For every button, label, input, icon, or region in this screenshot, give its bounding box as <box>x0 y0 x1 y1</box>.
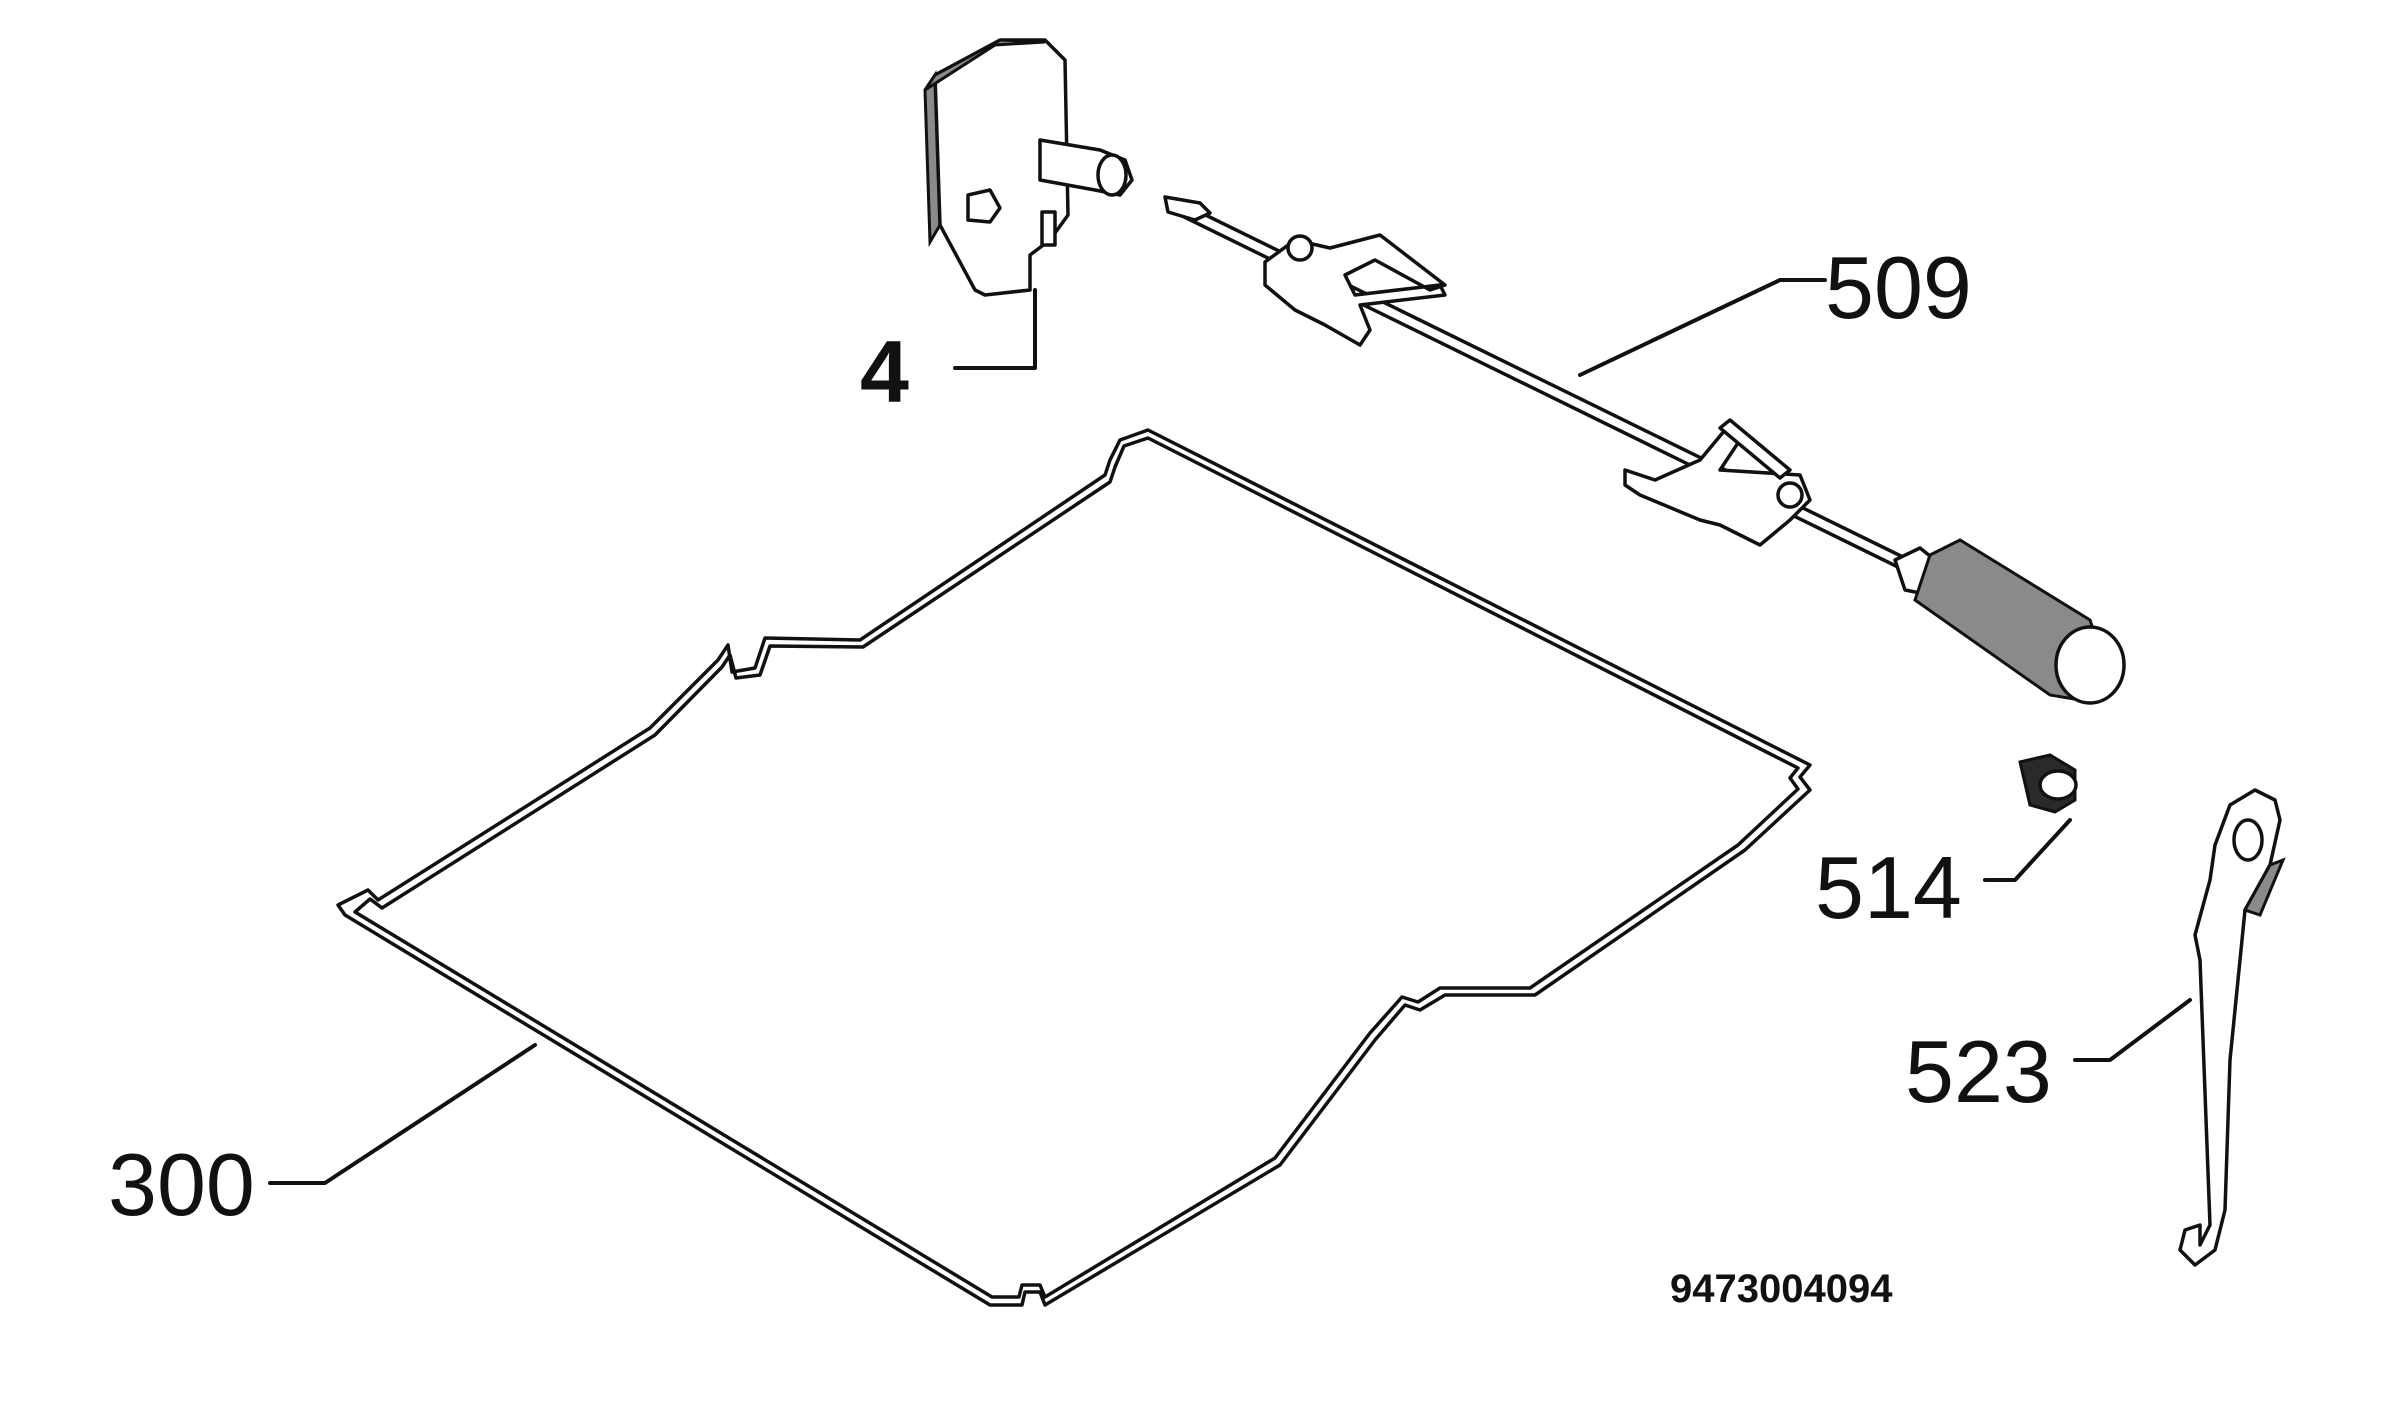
bracket-hole <box>2232 818 2264 862</box>
screw-514 <box>2018 753 2078 814</box>
callout-4: 4 <box>860 322 909 421</box>
screw-head <box>2038 769 2078 801</box>
leader-300 <box>268 1043 537 1185</box>
callout-300: 300 <box>108 1135 255 1234</box>
bracket-523 <box>2178 788 2286 1267</box>
wire-rack-outer <box>336 428 1812 1307</box>
rotisserie-spit-509 <box>1163 195 2126 705</box>
fork-rear-prong <box>1718 418 1792 480</box>
fork-front <box>1263 233 1447 347</box>
motor-shaft-end <box>1096 153 1128 197</box>
leader-4 <box>953 288 1037 370</box>
fork-rear-screw <box>1776 481 1804 509</box>
motor-front-face <box>933 38 1070 297</box>
motor-top-face <box>923 38 1046 92</box>
wire-rack-inner <box>353 436 1800 1299</box>
motor-mount-tab <box>966 188 1002 224</box>
wire-rack-300 <box>336 428 1812 1307</box>
bracket-plate <box>2178 788 2282 1267</box>
leader-509 <box>1578 278 1827 377</box>
drawing-code: 9473004094 <box>1670 1267 1893 1311</box>
leader-523 <box>2073 998 2192 1062</box>
motor-4 <box>923 38 1134 297</box>
motor-terminal <box>1040 210 1057 247</box>
fork-front-screw <box>1286 234 1314 262</box>
handle-end-cap <box>2054 625 2126 705</box>
callout-514: 514 <box>1815 838 1962 937</box>
callout-509: 509 <box>1825 238 1972 337</box>
callout-523: 523 <box>1905 1022 2052 1121</box>
leader-514 <box>1983 818 2072 882</box>
spit-tip <box>1163 195 1212 222</box>
fork-rear <box>1623 428 1812 547</box>
bracket-edge <box>2242 857 2286 917</box>
